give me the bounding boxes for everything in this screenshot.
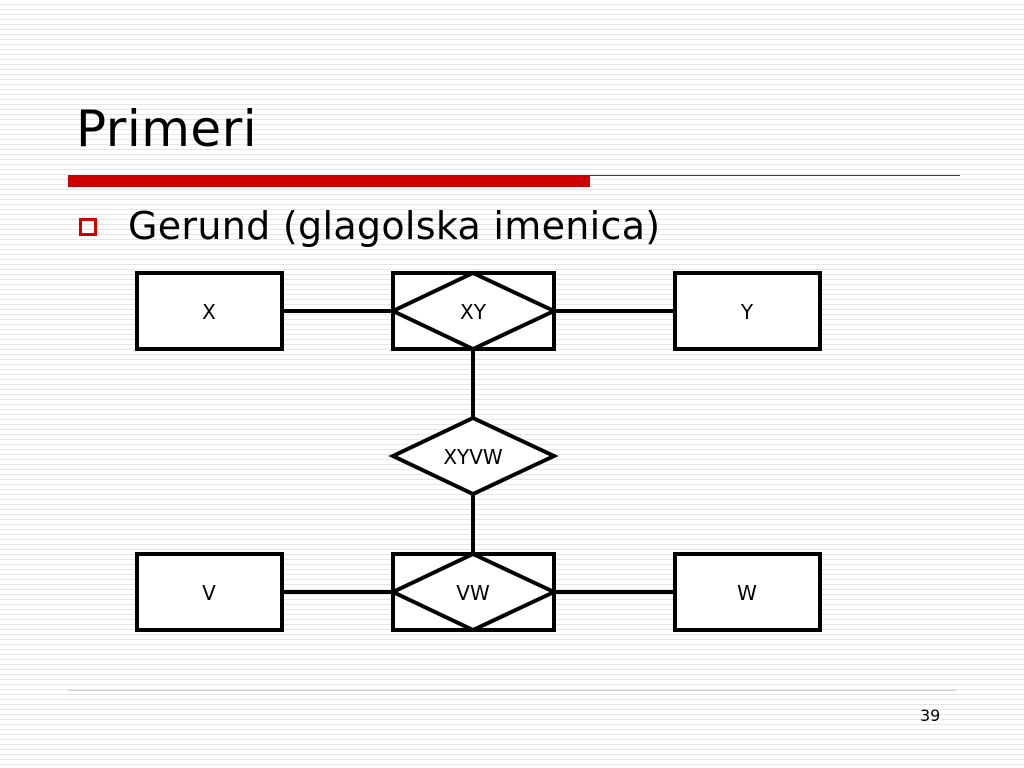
- page-number: 39: [920, 706, 941, 725]
- relationship-xyvw[interactable]: XYVW: [388, 415, 559, 497]
- entity-y[interactable]: Y: [673, 271, 822, 351]
- aggregate-xy-label: XY: [460, 300, 487, 324]
- footer-divider: [68, 690, 956, 691]
- aggregate-vw-label: VW: [456, 581, 490, 605]
- entity-x[interactable]: X: [135, 271, 284, 351]
- aggregate-vw[interactable]: VW: [388, 551, 559, 633]
- entity-w[interactable]: W: [673, 552, 822, 632]
- entity-y-label: Y: [740, 300, 754, 324]
- relationship-xyvw-label: XYVW: [443, 445, 503, 469]
- bullet-text: Gerund (glagolska imenica): [128, 204, 661, 248]
- title-underline-thick: [68, 175, 590, 187]
- entity-v-label: V: [202, 581, 216, 605]
- square-bullet-icon: [79, 218, 97, 236]
- entity-w-label: W: [737, 581, 757, 605]
- slide-title: Primeri: [76, 100, 258, 158]
- entity-x-label: X: [202, 300, 216, 324]
- entity-v[interactable]: V: [135, 552, 284, 632]
- title-underline-thin: [590, 175, 960, 176]
- aggregate-xy[interactable]: XY: [388, 270, 559, 352]
